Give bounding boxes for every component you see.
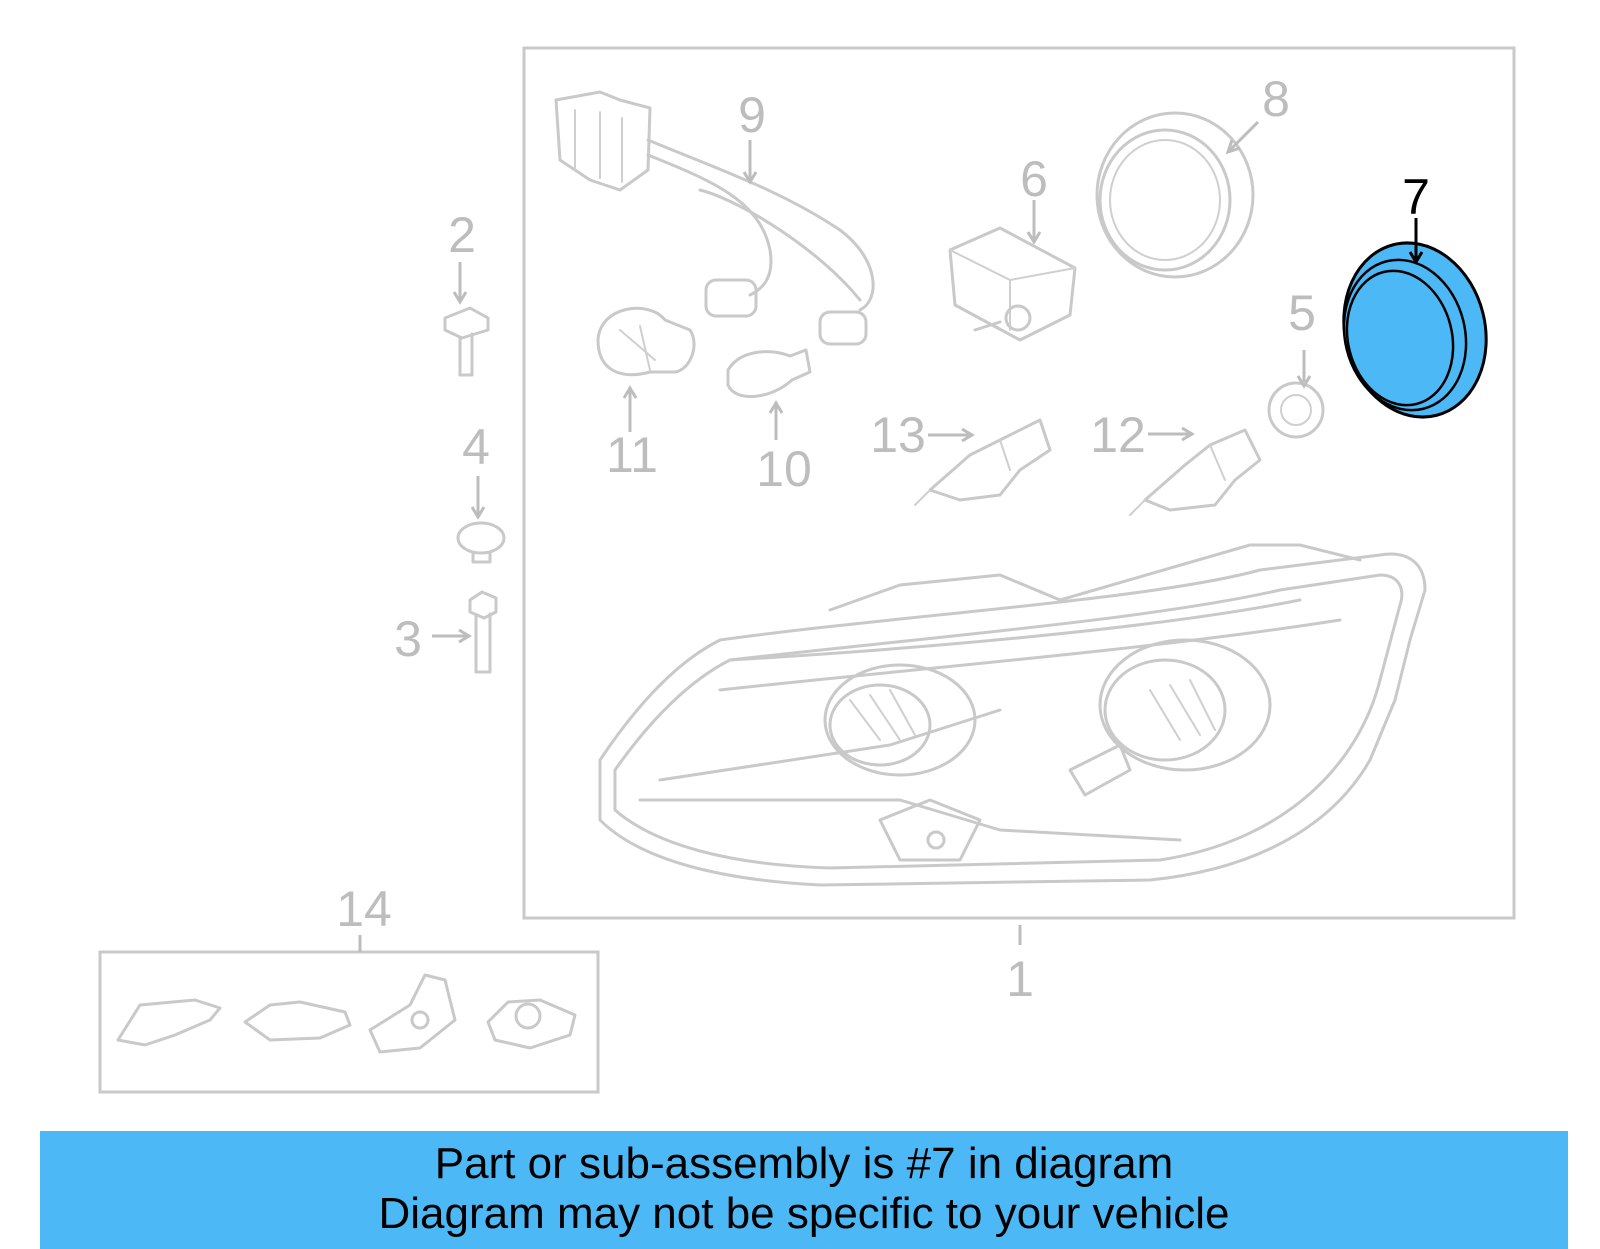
socket-5-part <box>1267 381 1325 439</box>
callout-7: 7 <box>1402 169 1430 225</box>
banner-line-part: Part or sub-assembly is #7 in diagram <box>434 1139 1174 1188</box>
kit-14-parts <box>116 973 577 1054</box>
screw-2-part <box>443 306 490 377</box>
bolt-3-part <box>468 590 498 674</box>
callout-1: 1 <box>1006 951 1034 1007</box>
callout-10: 10 <box>756 441 812 497</box>
info-banner: Part or sub-assembly is #7 in diagram Di… <box>40 1131 1568 1249</box>
module-6-part <box>948 226 1077 342</box>
callout-5: 5 <box>1288 285 1316 341</box>
headlamp-housing <box>598 543 1427 887</box>
callout-8: 8 <box>1262 71 1290 127</box>
callout-9: 9 <box>738 87 766 143</box>
callout-3: 3 <box>394 611 422 667</box>
banner-line-disclaimer: Diagram may not be specific to your vehi… <box>378 1189 1230 1238</box>
leader-lines <box>358 120 1424 952</box>
cap-7-part <box>1342 241 1488 419</box>
bulb-12-part <box>1129 428 1262 516</box>
kit-frame <box>98 950 600 1094</box>
callout-13: 13 <box>870 407 926 463</box>
callout-14: 14 <box>336 881 392 937</box>
bulb-11-part <box>596 306 696 377</box>
callout-4: 4 <box>462 419 490 475</box>
assembly-frame <box>522 46 1516 920</box>
wiring-harness-part <box>554 90 875 346</box>
callout-6: 6 <box>1020 151 1048 207</box>
bulb-10-part <box>726 348 812 398</box>
clip-4-part <box>456 521 506 564</box>
callout-11: 11 <box>606 427 658 483</box>
bulb-13-part <box>914 418 1052 506</box>
cap-8-part <box>1095 111 1255 279</box>
callout-2: 2 <box>448 207 476 263</box>
callout-12: 12 <box>1090 407 1146 463</box>
